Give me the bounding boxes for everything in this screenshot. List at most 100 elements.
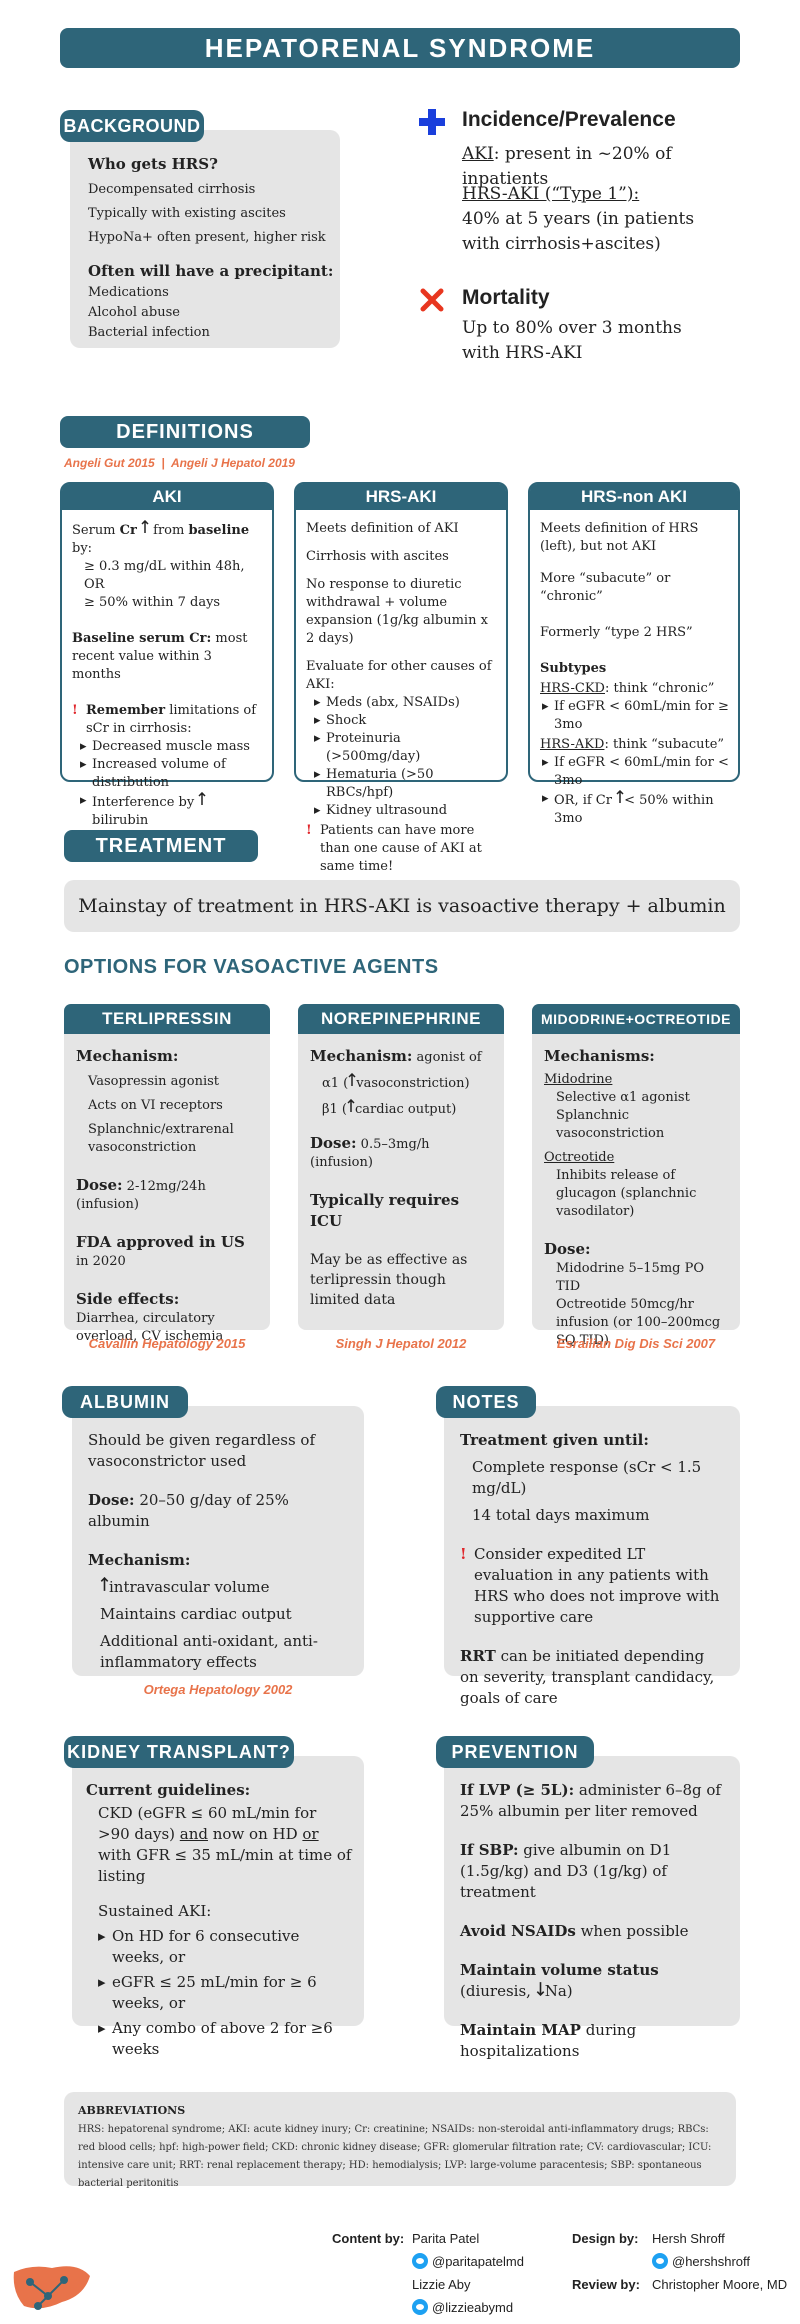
aki-limitation: Decreased muscle mass bbox=[78, 738, 262, 756]
terli-mech-item: Splanchnic/extrarenal vasoconstriction bbox=[88, 1122, 234, 1155]
aki-remember-warning: ! Remember limitations of sCr in cirrhos… bbox=[72, 703, 257, 736]
norepi-beta1: β1 (cardiac output) bbox=[322, 1098, 457, 1117]
aki-card-header: AKI bbox=[62, 484, 272, 510]
who-item: Typically with existing ascites bbox=[88, 206, 286, 221]
transplant-sustained: Sustained AKI: bbox=[98, 1902, 212, 1920]
transplant-item: Any combo of above 2 for ≥6 weeks bbox=[96, 2018, 352, 2060]
reviewer: Christopher Moore, MD bbox=[652, 2277, 788, 2292]
hrs-akd-criterion: OR, if Cr < 50% within 3mo bbox=[540, 789, 730, 828]
hrs-aki-warning: ! Patients can have more than one cause … bbox=[306, 823, 482, 874]
notes-rrt: RRT can be initiated depending on severi… bbox=[460, 1647, 715, 1707]
norepi-icu: Typically requires ICU bbox=[310, 1191, 460, 1230]
notes-panel: Treatment given until: Complete response… bbox=[444, 1406, 740, 1707]
twitter-icon bbox=[412, 2253, 428, 2269]
content-by-label: Content by: bbox=[332, 2231, 405, 2246]
norepinephrine-header: NOREPINEPHRINE bbox=[298, 1004, 504, 1034]
author-2: Lizzie Aby bbox=[412, 2277, 471, 2292]
hrs-aki-cause: Shock bbox=[312, 712, 496, 730]
octr-text: Inhibits release of glucagon (splanchnic… bbox=[556, 1168, 697, 1219]
designer-handle[interactable]: @hershshroff bbox=[652, 2253, 750, 2269]
aki-criterion: ≥ 50% within 7 days bbox=[84, 595, 221, 610]
hrs-aki-card-header: HRS-AKI bbox=[296, 484, 506, 510]
hrs-aki-cause: Kidney ultrasound bbox=[312, 802, 496, 820]
norepi-dose: Dose: 0.5–3mg/h (infusion) bbox=[310, 1134, 430, 1170]
terli-mech-title: Mechanism: bbox=[76, 1047, 179, 1065]
abbreviations-panel: ABBREVIATIONS HRS: hepatorenal syndrome;… bbox=[64, 2092, 736, 2189]
aki-label: AKI bbox=[462, 144, 494, 164]
mortality-title: Mortality bbox=[462, 286, 550, 309]
norepinephrine-ref: Singh J Hepatol 2012 bbox=[335, 1336, 467, 1351]
who-gets-hrs-title: Who gets HRS? bbox=[88, 155, 218, 173]
mido-item: Selective α1 agonist bbox=[556, 1090, 690, 1105]
up-arrow-icon bbox=[141, 519, 153, 538]
x-icon bbox=[420, 288, 444, 312]
midodrine-header: MIDODRINE+OCTREOTIDE bbox=[532, 1004, 740, 1034]
hrs-aki-line: No response to diuretic withdrawal + vol… bbox=[306, 577, 488, 646]
transplant-guide-title: Current guidelines: bbox=[86, 1781, 251, 1799]
terli-mech-item: Acts on VI receptors bbox=[88, 1098, 223, 1113]
background-panel: Who gets HRS? Decompensated cirrhosis Ty… bbox=[70, 130, 340, 348]
terlipressin-ref: Cavallin Hepatology 2015 bbox=[88, 1336, 246, 1351]
midodrine-ref: Esrailian Dig Dis Sci 2007 bbox=[556, 1336, 716, 1351]
twitter-icon bbox=[412, 2299, 428, 2315]
aki-baseline: Baseline serum Cr: most recent value wit… bbox=[72, 631, 248, 682]
hrs-aki-line: Meets definition of AKI bbox=[306, 521, 459, 536]
exclamation-icon: ! bbox=[460, 1545, 467, 1563]
author-2-handle[interactable]: @lizzieabymd bbox=[412, 2299, 513, 2315]
hrs-non-aki-line: Meets definition of HRS (left), but not … bbox=[540, 521, 699, 554]
terlipressin-card: TERLIPRESSIN Mechanism: Vasopressin agon… bbox=[64, 1004, 270, 1344]
abbreviations-title: ABBREVIATIONS bbox=[78, 2104, 186, 2117]
mortality-text: Up to 80% over 3 months with HRS-AKI bbox=[462, 318, 682, 363]
definitions-refs: Angeli Gut 2015 | Angeli J Hepatol 2019 bbox=[64, 456, 295, 470]
norepi-alpha1: α1 (vasoconstriction) bbox=[322, 1072, 470, 1091]
treatment-header: TREATMENT bbox=[64, 830, 258, 862]
hrs-non-aki-card: HRS-non AKI Meets definition of HRS (lef… bbox=[528, 482, 740, 826]
norepi-effective: May be as effective as terlipressin thou… bbox=[310, 1252, 468, 1308]
transplant-item: eGFR ≤ 25 mL/min for ≥ 6 weeks, or bbox=[96, 1972, 352, 2014]
hrs-ckd-criterion: If eGFR < 60mL/min for ≥ 3mo bbox=[540, 698, 730, 734]
mido-dose-item: Midodrine 5–15mg PO TID bbox=[556, 1261, 705, 1294]
hrs-aki-line: Evaluate for other causes of AKI: bbox=[306, 659, 492, 692]
mido-label: Midodrine bbox=[544, 1072, 613, 1087]
transplant-panel: Current guidelines: CKD (eGFR ≤ 60 mL/mi… bbox=[72, 1756, 364, 2058]
incidence-aki: AKI: present in ~20% of inpatients bbox=[462, 142, 762, 192]
aki-text: : present in ~20% of inpatients bbox=[462, 144, 672, 189]
kidney-logo bbox=[12, 2262, 92, 2314]
exclamation-icon: ! bbox=[72, 703, 78, 718]
prevention-header: PREVENTION bbox=[436, 1736, 594, 1768]
design-by-label: Design by: bbox=[572, 2231, 639, 2246]
hrs-non-aki-card-header: HRS-non AKI bbox=[530, 484, 738, 510]
hrs-non-aki-line: More “subacute” or “chronic” bbox=[540, 571, 671, 604]
albumin-header: ALBUMIN bbox=[62, 1386, 188, 1418]
hrs-aki-card: HRS-AKI Meets definition of AKI Cirrhosi… bbox=[294, 482, 508, 874]
terli-side-title: Side effects: bbox=[76, 1290, 180, 1308]
precip-item: Alcohol abuse bbox=[88, 305, 180, 320]
mainstay-banner: Mainstay of treatment in HRS-AKI is vaso… bbox=[64, 880, 740, 932]
notes-warning: ! Consider expedited LT evaluation in an… bbox=[460, 1545, 720, 1626]
background-header: BACKGROUND bbox=[60, 110, 204, 142]
terlipressin-header: TERLIPRESSIN bbox=[64, 1004, 270, 1034]
albumin-mech-item: intravascular volume bbox=[88, 1576, 350, 1598]
mido-mech-title: Mechanisms: bbox=[544, 1047, 655, 1065]
terli-mech-item: Vasopressin agonist bbox=[88, 1074, 220, 1089]
plus-icon bbox=[418, 108, 446, 136]
mainstay-text: Mainstay of treatment in HRS-AKI is vaso… bbox=[78, 895, 726, 917]
hrs-akd-line: HRS-AKD: think “subacute” bbox=[540, 737, 725, 752]
hrs-akd-criterion: If eGFR < 60mL/min for < 3mo bbox=[540, 754, 730, 790]
transplant-item: On HD for 6 consecutive weeks, or bbox=[96, 1926, 352, 1968]
terli-side-text: Diarrhea, circulatory overload, CV ische… bbox=[76, 1311, 224, 1344]
down-arrow-icon bbox=[536, 1982, 545, 2000]
albumin-mech-item: Maintains cardiac output bbox=[100, 1605, 292, 1623]
hrs-aki-label: HRS-AKI (“Type 1”): bbox=[462, 184, 640, 204]
prevention-volume: Maintain volume status (diuresis, Na) bbox=[460, 1961, 659, 2000]
hrs-aki-text: 40% at 5 years (in patients with cirrhos… bbox=[462, 209, 695, 254]
transplant-header: KIDNEY TRANSPLANT? bbox=[64, 1736, 294, 1768]
twitter-icon bbox=[652, 2253, 668, 2269]
prevention-sbp: If SBP: give albumin on D1 (1.5g/kg) and… bbox=[460, 1841, 672, 1901]
aki-serum-line: Serum Cr from baseline by: bbox=[72, 519, 250, 556]
albumin-panel: Should be given regardless of vasoconstr… bbox=[72, 1406, 364, 1676]
octr-label: Octreotide bbox=[544, 1150, 615, 1165]
up-arrow-icon bbox=[198, 791, 206, 810]
options-title: OPTIONS FOR VASOACTIVE AGENTS bbox=[64, 956, 439, 978]
author-1-handle[interactable]: @paritapatelmd bbox=[412, 2253, 524, 2269]
